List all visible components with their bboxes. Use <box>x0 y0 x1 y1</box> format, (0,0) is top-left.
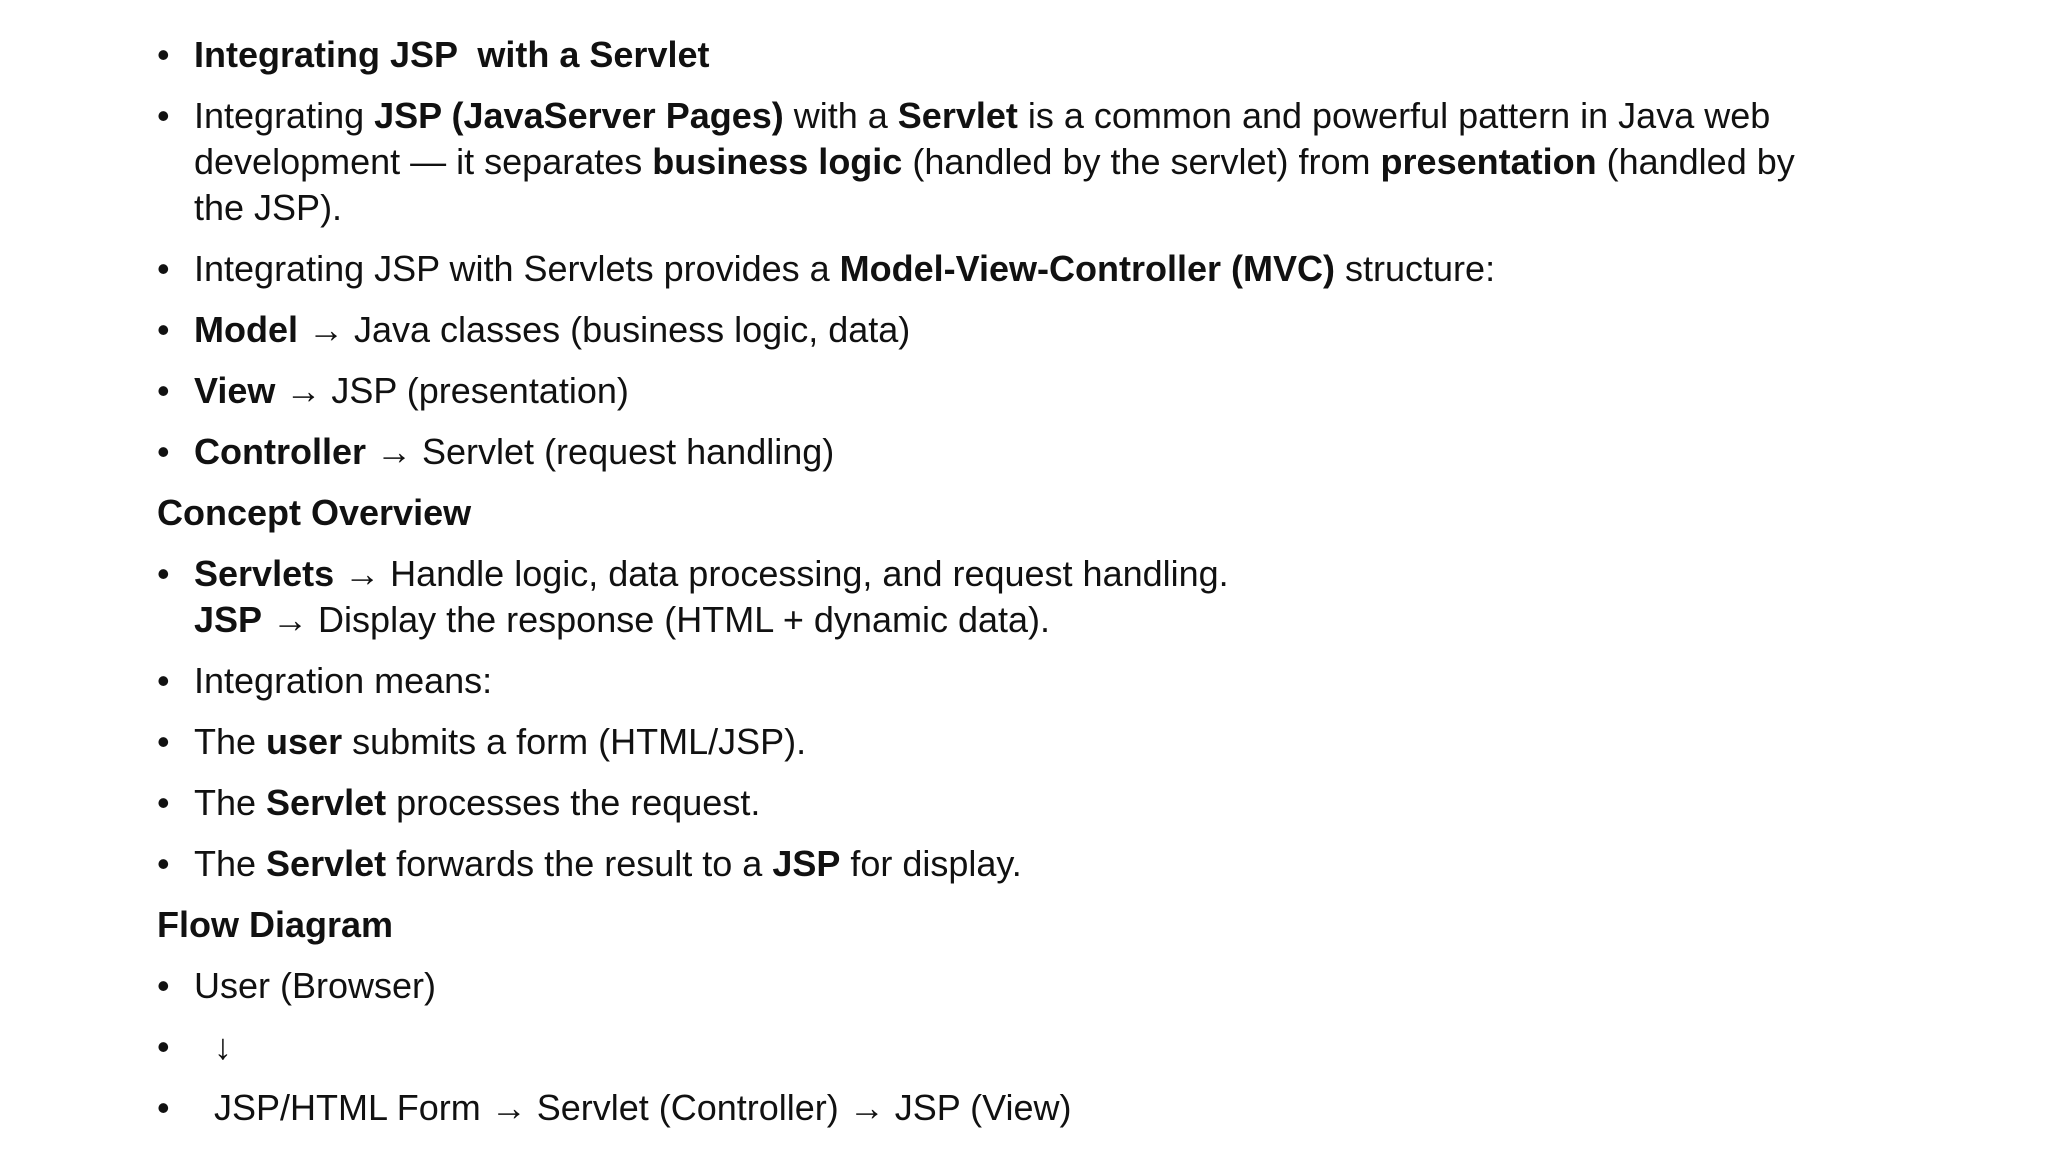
bullet-marker-icon: • <box>157 95 170 136</box>
text-segment: (handled by the servlet) from <box>902 141 1381 182</box>
bullet-marker-icon: • <box>157 1026 170 1067</box>
text-segment: with a <box>783 95 898 136</box>
bullet-marker-icon: • <box>157 721 170 762</box>
text-segment: Integration means: <box>194 660 493 701</box>
bullet-text: Integrating JSP (JavaServer Pages) with … <box>194 93 1947 231</box>
bullet-text: View → JSP (presentation) <box>194 368 1947 414</box>
text-segment: Servlets <box>194 553 335 594</box>
bullet-item: • Servlets → Handle logic, data processin… <box>157 551 1947 643</box>
text-segment: Controller <box>194 431 367 472</box>
bullet-marker-icon: • <box>157 370 170 411</box>
bullet-marker-icon: • <box>157 660 170 701</box>
text-segment: forwards the result to a <box>386 843 773 884</box>
text-segment: Flow Diagram <box>157 904 394 945</box>
bullet-text: The user submits a form (HTML/JSP). <box>194 719 1947 765</box>
bullet-text: Model → Java classes (business logic, da… <box>194 307 1947 353</box>
text-segment: for display. <box>840 843 1022 884</box>
bullet-text: JSP/HTML Form → Servlet (Controller) → J… <box>194 1085 1947 1131</box>
text-segment: Integrating JSP with Servlets provides a <box>194 248 840 289</box>
bullet-marker-icon: • <box>157 843 170 884</box>
text-segment: → JSP (presentation) <box>275 370 629 411</box>
text-segment: Concept Overview <box>157 492 472 533</box>
bullet-marker-icon: • <box>157 553 170 594</box>
text-segment: (handled by the JSP). <box>194 141 1795 228</box>
text-segment: → Handle logic, data processing, and req… <box>344 553 1229 594</box>
bullet-item: • Controller → Servlet (request handling) <box>157 429 1947 475</box>
text-segment: JSP <box>772 843 841 884</box>
text-segment: Servlet <box>266 843 387 884</box>
text-segment: JSP (JavaServer Pages) <box>374 95 784 136</box>
text-segment: → Java classes (business logic, data) <box>298 309 911 350</box>
text-segment: JSP <box>194 599 263 640</box>
bullet-text: User (Browser) <box>194 963 1947 1009</box>
section-heading: Concept Overview <box>157 490 1947 536</box>
section-heading: Flow Diagram <box>157 902 1947 948</box>
slide-text-block: • Integrating JSP with a Servlet • Integrat… <box>157 32 1947 1131</box>
text-segment: User (Browser) <box>194 965 437 1006</box>
bullet-item: • The Servlet forwards the result to a JS… <box>157 841 1947 887</box>
bullet-text: Integrating JSP with Servlets provides a… <box>194 246 1947 292</box>
text-segment: The <box>194 843 267 884</box>
text-segment: is a common and powerful pattern in Java… <box>194 95 1771 182</box>
text-segment: ↓ <box>194 1026 233 1067</box>
text-segment: user <box>266 721 343 762</box>
text-segment: Servlet <box>266 782 387 823</box>
bullet-text: The Servlet processes the request. <box>194 780 1947 826</box>
bullet-item: • Integrating JSP with a Servlet <box>157 32 1947 78</box>
text-segment: The <box>194 782 267 823</box>
bullet-marker-icon: • <box>157 1087 170 1128</box>
bullet-marker-icon: • <box>157 309 170 350</box>
heading-text: Concept Overview <box>157 490 1947 536</box>
bullet-marker-icon: • <box>157 782 170 823</box>
bullet-marker-icon: • <box>157 248 170 289</box>
text-segment: JSP/HTML Form → Servlet (Controller) → J… <box>194 1087 1072 1128</box>
text-segment: Model <box>194 309 298 350</box>
text-segment: → Display the response (HTML + dynamic d… <box>262 599 1051 640</box>
text-segment: The <box>194 721 267 762</box>
bullet-marker-icon: • <box>157 965 170 1006</box>
bullet-item: • ↓ <box>157 1024 1947 1070</box>
bullet-text: Controller → Servlet (request handling) <box>194 429 1947 475</box>
text-segment: structure: <box>1335 248 1496 289</box>
bullet-text: Integrating JSP with a Servlet <box>194 32 1947 78</box>
text-segment: Servlet <box>897 95 1018 136</box>
bullet-item: • Integrating JSP with Servlets provides … <box>157 246 1947 292</box>
bullet-item: • The Servlet processes the request. <box>157 780 1947 826</box>
text-segment: → Servlet (request handling) <box>366 431 835 472</box>
bullet-text: The Servlet forwards the result to a JSP… <box>194 841 1947 887</box>
heading-text: Flow Diagram <box>157 902 1947 948</box>
bullet-item: • Integration means: <box>157 658 1947 704</box>
bullet-item: • User (Browser) <box>157 963 1947 1009</box>
text-segment: Integrating JSP with a Servlet <box>194 34 710 75</box>
bullet-text: Servlets → Handle logic, data processing… <box>194 551 1947 643</box>
text-segment: processes the request. <box>386 782 761 823</box>
bullet-text: ↓ <box>194 1024 1947 1070</box>
text-segment: submits a form (HTML/JSP). <box>342 721 807 762</box>
bullet-marker-icon: • <box>157 431 170 472</box>
bullet-marker-icon: • <box>157 34 170 75</box>
bullet-item: • JSP/HTML Form → Servlet (Controller) →… <box>157 1085 1947 1131</box>
bullet-text: Integration means: <box>194 658 1947 704</box>
bullet-item: • View → JSP (presentation) <box>157 368 1947 414</box>
bullet-item: • The user submits a form (HTML/JSP). <box>157 719 1947 765</box>
bullet-item: • Model → Java classes (business logic, d… <box>157 307 1947 353</box>
text-segment: View <box>194 370 276 411</box>
bullet-item: • Integrating JSP (JavaServer Pages) with… <box>157 93 1947 231</box>
text-segment: Integrating <box>194 95 375 136</box>
text-segment: presentation <box>1380 141 1597 182</box>
text-segment: business logic <box>652 141 903 182</box>
text-segment: Model-View-Controller (MVC) <box>839 248 1336 289</box>
